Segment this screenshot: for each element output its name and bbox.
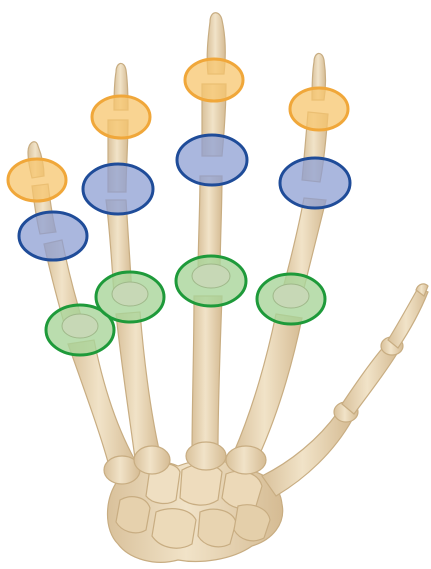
pip-marker-middle — [177, 135, 247, 185]
pip-marker-ring — [83, 164, 153, 214]
dip-marker-little — [8, 159, 66, 201]
dip-marker-middle — [185, 59, 243, 101]
pip-marker-index — [280, 158, 350, 208]
pip-marker-little — [19, 212, 87, 260]
dip-marker-ring — [92, 96, 150, 138]
dip-marker-index — [290, 88, 348, 130]
